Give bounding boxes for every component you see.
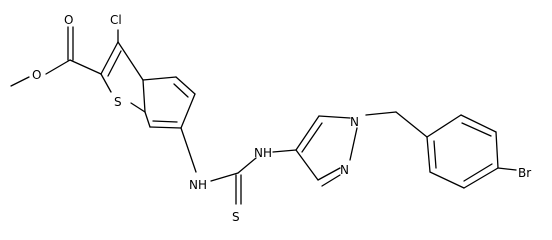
atom-o-carbonyl: O: [64, 13, 73, 27]
atom-nh-right: NH: [254, 146, 272, 160]
bond-c6-c7-inner: [152, 120, 178, 123]
pyrazole-ring: [295, 115, 358, 187]
bond-thiocarbonyl-nh: [237, 157, 257, 174]
bond-ar-1: [426, 114, 462, 138]
atom-s-ring: S: [114, 95, 122, 109]
thiophene-ring: [100, 29, 146, 113]
bond-c3-c3a: [117, 41, 144, 81]
bond-c3a-c7a: [142, 79, 146, 113]
bond-ar-2-inner: [461, 122, 492, 137]
atom-cl: Cl: [110, 13, 122, 27]
bond-nh-thiocarbonyl: [210, 172, 239, 182]
bond-n1-ch2: [365, 111, 397, 116]
bond-c3a-c4: [142, 76, 177, 81]
molecule-drawing: O O Cl S NH NH S N N Br: [10, 13, 531, 224]
ester-group: [10, 26, 102, 87]
bond-c4-c5-pyrazole-inner: [301, 122, 323, 153]
bromophenyl-ring: [426, 114, 517, 189]
structure-canvas: O O Cl S NH NH S N N Br: [10, 13, 531, 224]
bond-n2-c3: [317, 167, 341, 181]
bond-ar-6-inner: [433, 140, 437, 169]
benzyl-methylene: [365, 111, 428, 138]
bond-ar-3: [495, 131, 499, 169]
bond-methyl-o: [10, 76, 30, 87]
atom-s-thione: S: [232, 210, 240, 224]
atom-nh-left: NH: [189, 178, 207, 192]
bond-ar-4-inner: [463, 163, 493, 182]
atom-o-ester: O: [32, 68, 41, 82]
bond-c4-c5: [175, 76, 196, 95]
bond-ar-5: [429, 171, 465, 189]
bond-c5-n1: [318, 115, 351, 119]
bond-c3-c4-pyrazole: [295, 149, 319, 181]
atom-labels: O O Cl S NH NH S N N Br: [32, 13, 531, 224]
bond-ar-4: [463, 167, 499, 189]
atom-n1-pyrazole: N: [350, 115, 359, 129]
bond-ar-br: [497, 167, 517, 171]
bond-c2-s: [100, 73, 112, 93]
thiourea-linker: [210, 149, 297, 205]
benzo-ring: [142, 76, 197, 173]
bond-c7-c7a: [144, 111, 151, 128]
bond-ch2-ring: [395, 111, 428, 138]
bond-nh-c4-pyrazole: [272, 149, 297, 153]
bond-c2-c3: [100, 41, 119, 75]
bond-ar-6: [426, 136, 431, 173]
bond-o-carbonyl-c: [45, 59, 71, 75]
bond-n1-n2: [349, 127, 358, 161]
atom-br: Br: [518, 166, 531, 180]
bond-c6-c7: [149, 126, 182, 129]
bond-c6-nh: [180, 127, 197, 173]
bond-n2-c3-inner: [321, 174, 341, 187]
bond-carbonyl-c2: [69, 59, 102, 75]
bond-c2-c3-inner: [107, 50, 122, 77]
bond-c4-c5-inner: [173, 83, 189, 98]
bond-ar-2: [460, 114, 497, 133]
bond-s-c7a: [130, 102, 146, 113]
bond-c5-c6: [180, 93, 196, 129]
bond-c4-c5-pyrazole: [295, 115, 320, 151]
atom-n2-pyrazole: N: [340, 163, 349, 177]
